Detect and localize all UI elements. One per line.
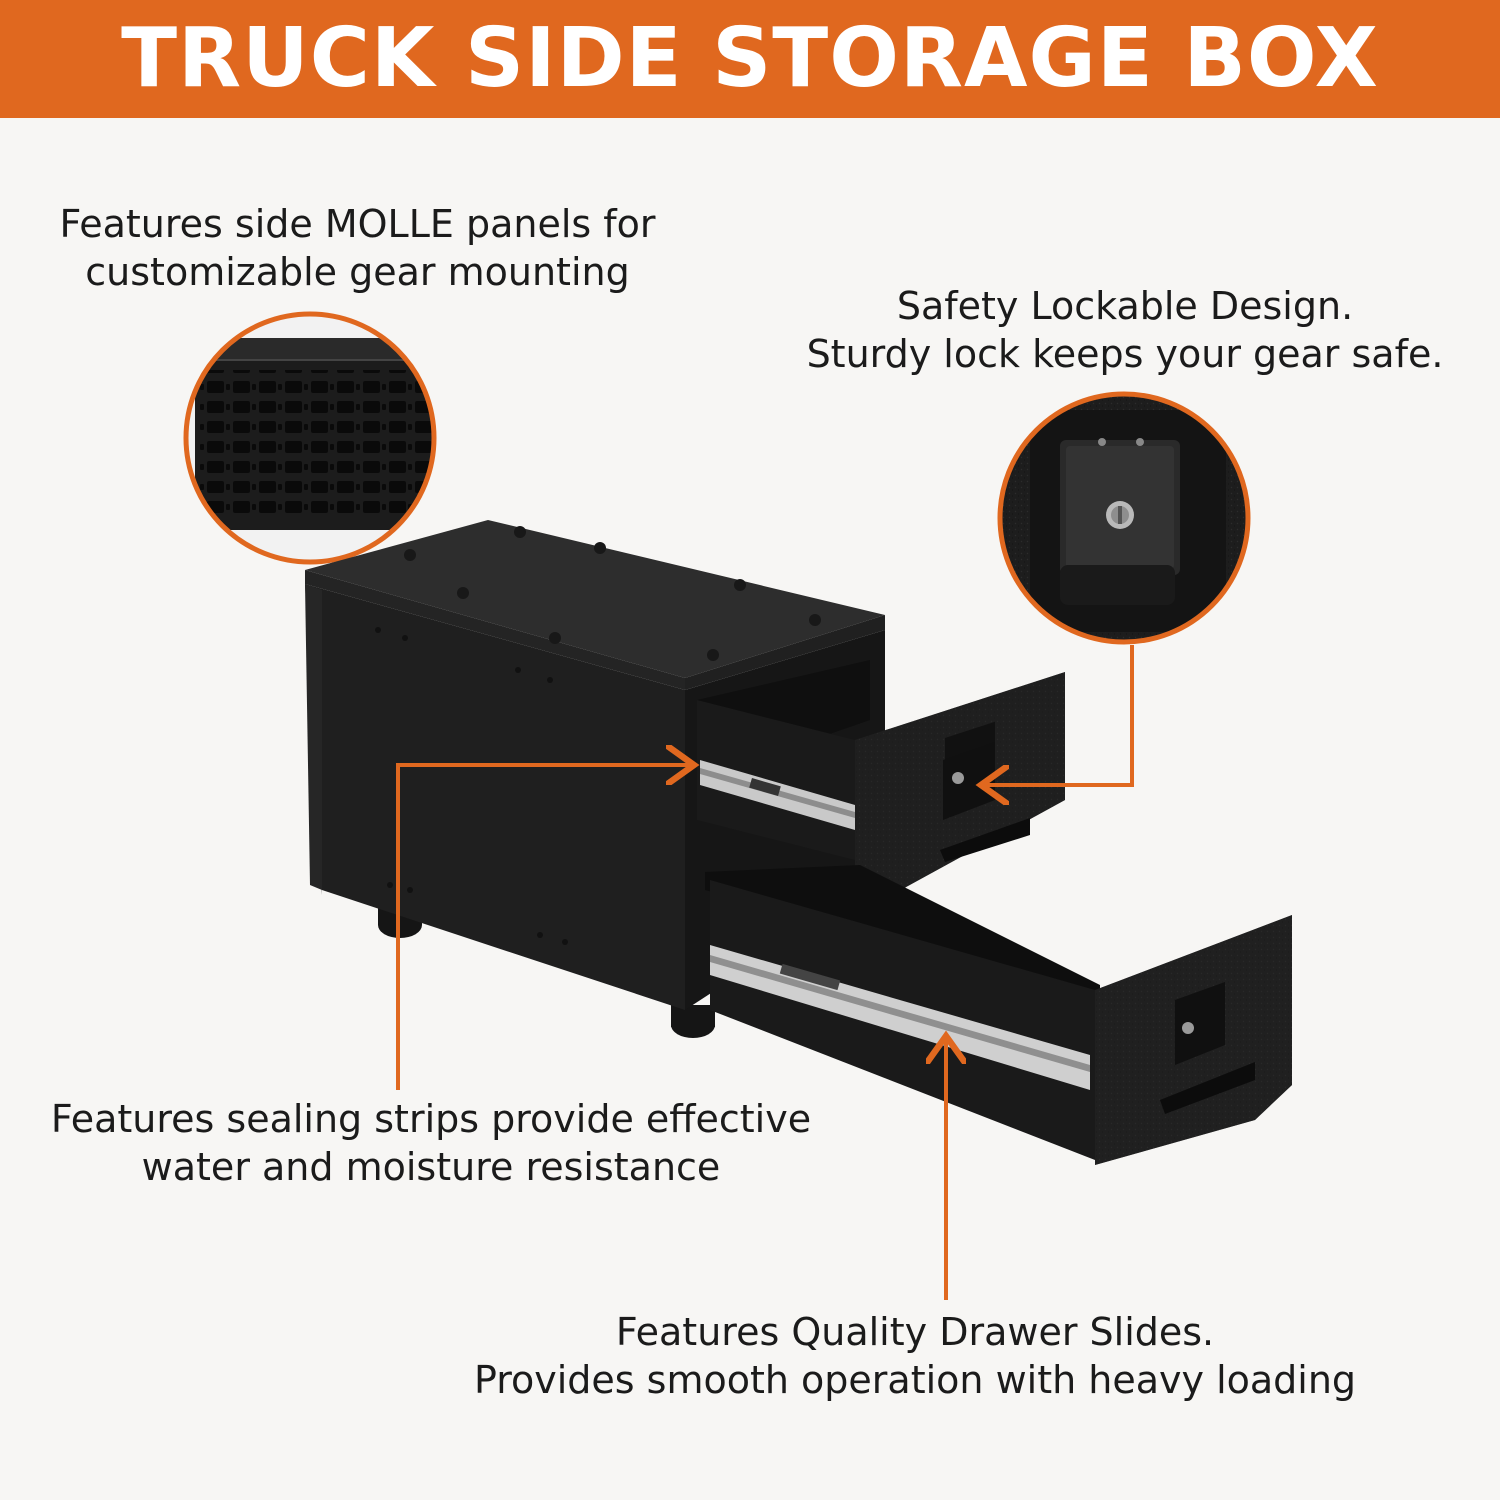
lock-zoom-circle (997, 391, 1251, 645)
molle-callout-text: Features side MOLLE panels for customiza… (0, 200, 715, 296)
upper-handle (940, 818, 1030, 862)
slides-callout-line2: Provides smooth operation with heavy loa… (473, 1358, 1357, 1402)
sealing-callout-line2: water and moisture resistance (141, 1145, 721, 1189)
page-title: TRUCK SIDE STORAGE BOX (121, 11, 1379, 106)
slides-callout-line1: Features Quality Drawer Slides. (615, 1310, 1215, 1354)
lock-callout-line2: Sturdy lock keeps your gear safe. (806, 332, 1444, 376)
box-top (305, 520, 885, 678)
upper-drawer-side (697, 700, 855, 860)
upper-lock-icon (952, 772, 964, 784)
lower-handle (1160, 1062, 1255, 1114)
molle-zoom-circle (183, 311, 437, 565)
molle-callout-line2: customizable gear mounting (85, 250, 630, 294)
molle-callout-line1: Features side MOLLE panels for (59, 202, 656, 246)
sealing-callout-text: Features sealing strips provide effectiv… (0, 1095, 862, 1191)
lock-callout-arrow (985, 645, 1134, 785)
slides-callout-text: Features Quality Drawer Slides. Provides… (410, 1308, 1420, 1404)
sealing-callout-arrow (396, 765, 690, 1090)
lower-drawer-slide (710, 945, 1090, 1090)
lock-callout-text: Safety Lockable Design. Sturdy lock keep… (760, 282, 1490, 378)
title-banner: TRUCK SIDE STORAGE BOX (0, 0, 1500, 118)
lock-callout-line1: Safety Lockable Design. (896, 284, 1354, 328)
lower-lock-icon (1182, 1022, 1194, 1034)
sealing-callout-line1: Features sealing strips provide effectiv… (50, 1097, 812, 1141)
callout-arrows (396, 645, 1134, 1300)
